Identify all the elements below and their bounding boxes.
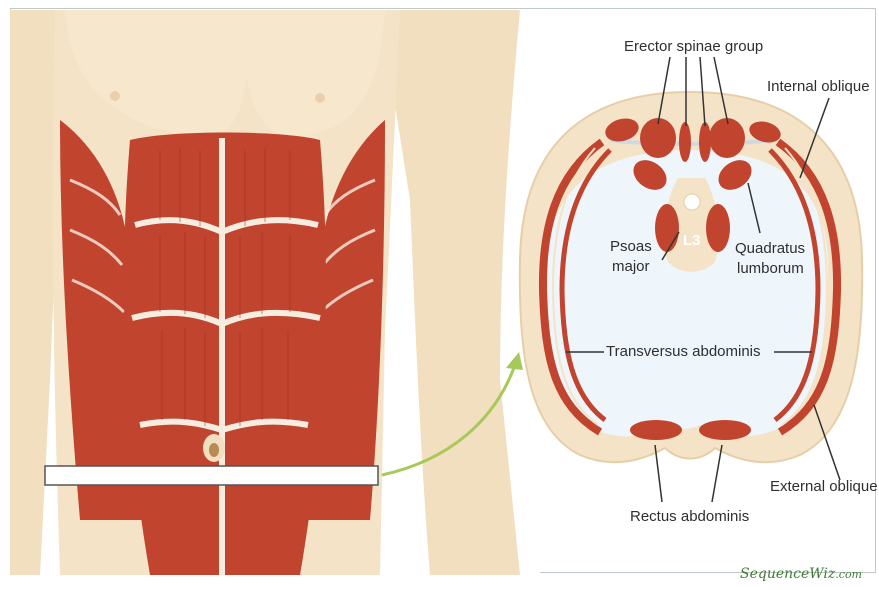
vertebra-label: L3 xyxy=(683,232,701,249)
quadratus-label-line1: Quadratus xyxy=(735,240,805,257)
psoas-major-label-line2: major xyxy=(612,258,650,275)
internal-oblique-label: Internal oblique xyxy=(767,78,870,95)
erector-spinae-label: Erector spinae group xyxy=(624,38,763,55)
logo-text: SequenceWiz xyxy=(740,566,835,582)
torso-illustration xyxy=(10,10,540,575)
cross-section-marker xyxy=(45,466,378,485)
logo-domain: .com xyxy=(835,568,862,581)
external-oblique-label: External oblique xyxy=(770,478,878,495)
quadratus-label-line2: lumborum xyxy=(737,260,804,277)
psoas-major-label-line1: Psoas xyxy=(610,238,652,255)
rectus-abdominis-label: Rectus abdominis xyxy=(630,508,749,525)
transversus-label: Transversus abdominis xyxy=(606,343,761,360)
sequencewiz-logo: SequenceWiz.com xyxy=(740,566,862,582)
